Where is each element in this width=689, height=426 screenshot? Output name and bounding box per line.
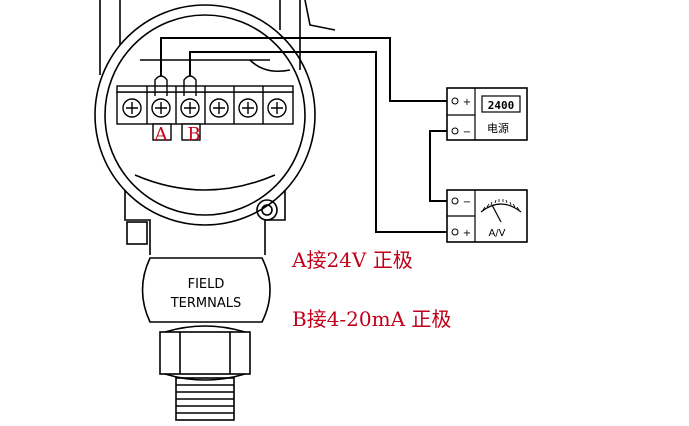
note-terminal-b: B接4-20mA 正极 xyxy=(292,307,451,331)
ammeter-ticks xyxy=(482,199,520,211)
screw-2 xyxy=(151,98,171,118)
ammeter-minus-sign: − xyxy=(463,197,471,208)
note-terminal-a: A接24V 正极 xyxy=(291,248,413,272)
field-terminals-plate xyxy=(141,257,271,323)
process-connection xyxy=(159,325,251,421)
plate-label-terminals: TERMNALS xyxy=(170,296,242,311)
wire-return xyxy=(429,130,448,202)
power-minus-terminal xyxy=(451,127,459,135)
housing-top xyxy=(99,0,336,75)
terminal-block xyxy=(116,85,294,141)
ammeter-plus-terminal xyxy=(451,228,459,236)
wire-a xyxy=(160,37,448,102)
screw-3 xyxy=(180,98,200,118)
ammeter-minus-terminal xyxy=(451,197,459,205)
ammeter-label: A/V xyxy=(488,228,505,239)
power-minus-sign: − xyxy=(463,127,471,138)
screw-5 xyxy=(238,98,258,118)
plate-label-field: FIELD xyxy=(188,277,225,292)
power-display xyxy=(481,95,521,113)
housing-neck xyxy=(124,190,286,255)
power-display-value: 2400 xyxy=(488,99,515,112)
ammeter-plus-sign: + xyxy=(463,228,471,239)
screw-4 xyxy=(209,98,229,118)
wires xyxy=(160,37,448,233)
power-plus-terminal xyxy=(451,97,459,105)
wire-b xyxy=(189,51,448,233)
power-plus-sign: + xyxy=(463,97,471,108)
terminal-label-a: A xyxy=(154,124,169,145)
power-supply: + − 2400 电源 xyxy=(446,87,528,141)
ammeter-needle xyxy=(491,204,502,223)
terminal-label-b: B xyxy=(187,124,200,145)
screw-6 xyxy=(267,98,287,118)
power-supply-label: 电源 xyxy=(487,121,509,135)
ammeter-scale xyxy=(480,203,522,213)
ammeter: − + A/V xyxy=(446,189,528,243)
screw-1 xyxy=(122,98,142,118)
